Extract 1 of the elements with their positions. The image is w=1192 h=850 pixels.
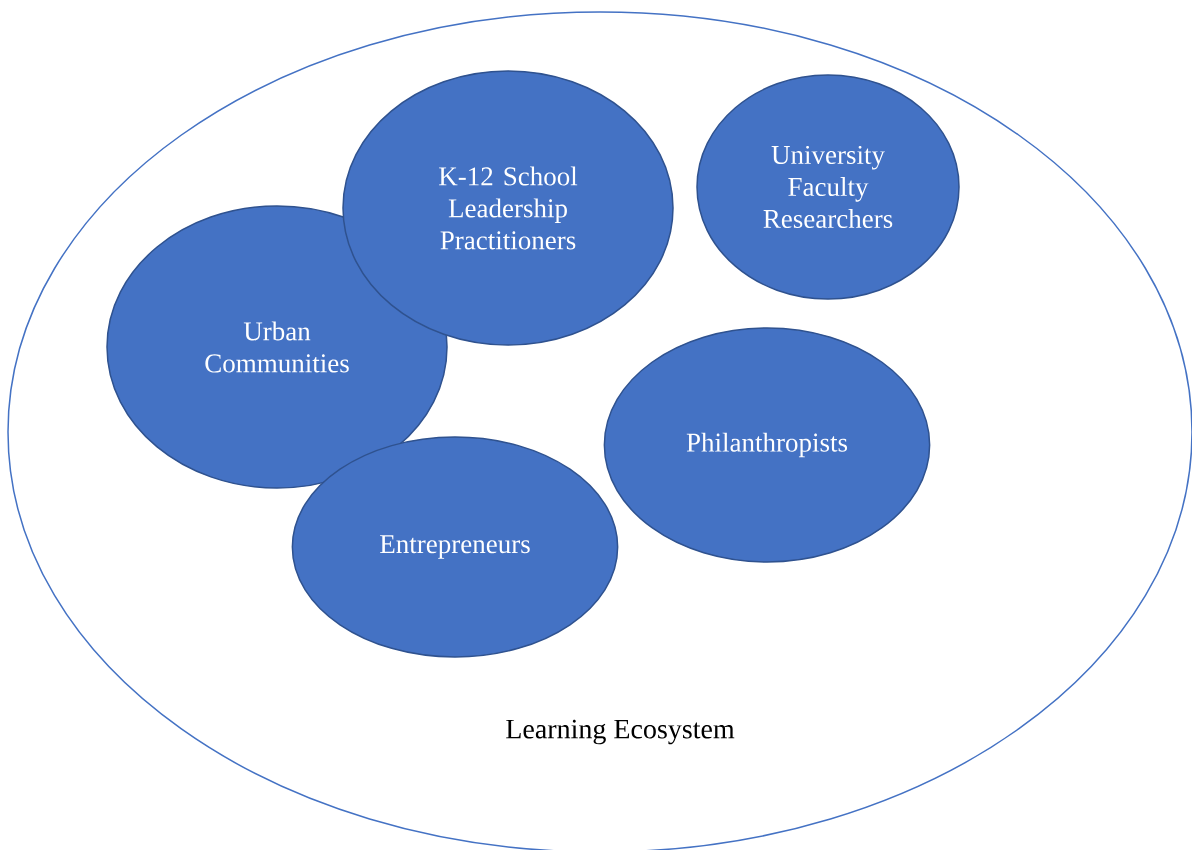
- ecosystem-label: Learning Ecosystem: [506, 719, 735, 745]
